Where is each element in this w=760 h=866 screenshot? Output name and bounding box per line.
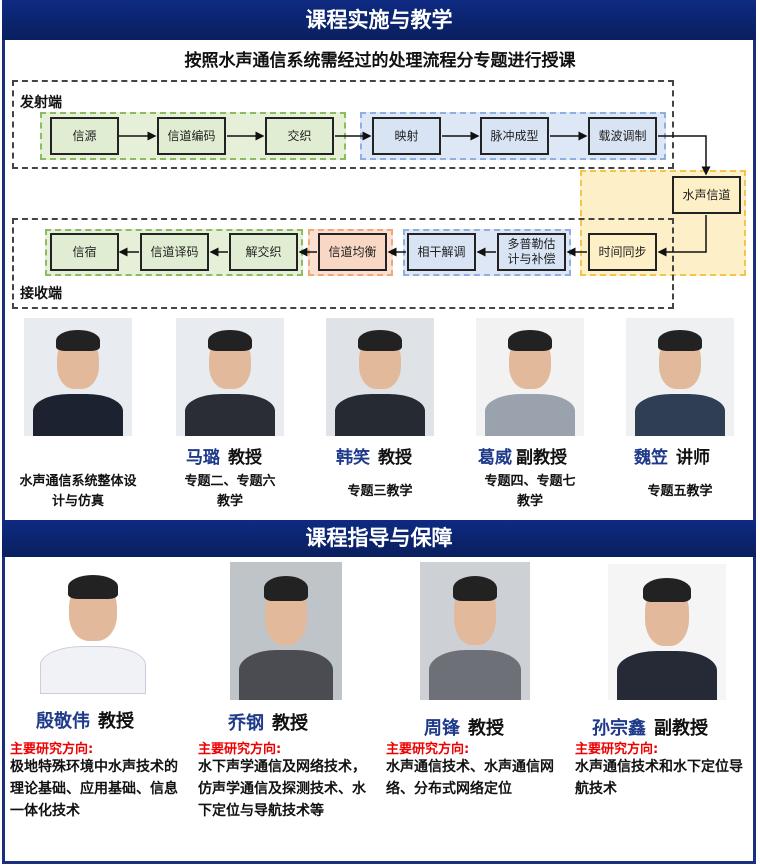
block-interleave: 交织 [265,117,334,155]
advisor-photo-3 [420,562,530,700]
block-doppler: 多普勒估计与补偿 [497,233,566,271]
teacher-photo-5 [626,318,734,436]
title: 教授 [468,718,504,739]
teacher-desc-5: 专题五教学 [647,484,713,499]
teacher-photo-1 [24,318,132,436]
teacher-desc-4: 专题四、专题七教学 [484,474,576,509]
research-label-1: 主要研究方向: [10,742,94,757]
block-carrier-mod: 载波调制 [588,117,657,155]
section-subtitle: 按照水声通信系统需经过的处理流程分专题进行授课 [184,51,576,71]
receive-label: 接收端 [20,286,62,302]
teacher-name-5: 魏笠讲师 [634,443,710,468]
teacher-photo-2 [176,318,284,436]
block-channel: 水声信道 [672,176,741,214]
flow-arrows [118,131,711,257]
advisor-photo-4 [608,564,726,700]
name: 葛威 [478,448,512,468]
teacher-desc-2: 专题二、专题六教学 [184,474,276,509]
advisor-photo-1 [30,562,156,694]
research-label-2: 主要研究方向: [198,742,282,757]
block-deinterleave: 解交织 [229,233,298,271]
name: 孙宗鑫 [592,718,646,739]
advisor-name-1: 殷敬伟教授 [36,707,134,733]
block-pulse-shaping: 脉冲成型 [480,117,549,155]
research-text-4: 水声通信技术和水下定位导航技术 [575,759,743,797]
teacher-name-2: 马璐教授 [186,443,262,468]
transmit-label: 发射端 [20,95,62,111]
title: 教授 [378,448,412,468]
advisor-name-4: 孙宗鑫副教授 [592,714,708,740]
title: 教授 [98,711,134,732]
title: 副教授 [654,718,708,739]
teacher-photo-3 [326,318,434,436]
section-header-guidance: 课程指导与保障 [2,520,756,557]
block-equalizer: 信道均衡 [318,233,387,271]
receive-area [12,218,674,309]
name: 韩笑 [336,448,370,468]
block-channel-coding: 信道编码 [157,117,226,155]
research-text-1: 极地特殊环境中水声技术的理论基础、应用基础、信息一体化技术 [10,759,178,819]
title: 讲师 [676,448,710,468]
teacher-name-3: 韩笑教授 [336,443,412,468]
block-time-sync: 时间同步 [588,233,657,271]
research-text-3: 水声通信技术、水声通信网络、分布式网络定位 [386,759,554,797]
transmit-area [12,80,674,169]
research-label-4: 主要研究方向: [575,742,659,757]
teacher-name-4: 葛威副教授 [478,443,567,468]
block-mapping: 映射 [372,117,441,155]
name: 马璐 [186,448,220,468]
advisor-name-2: 乔钢教授 [228,709,308,735]
teacher-desc-3: 专题三教学 [347,484,413,499]
name: 周锋 [424,718,460,739]
teacher-photo-4 [476,318,584,436]
research-text-2: 水下声学通信及网络技术，仿声学通信及探测技术、水下定位与导航技术等 [198,759,366,819]
block-source: 信源 [50,117,119,155]
teacher-desc-1: 水声通信系统整体设计与仿真 [19,474,137,509]
advisor-name-3: 周锋教授 [424,714,504,740]
name: 殷敬伟 [36,711,90,732]
name: 乔钢 [228,713,264,734]
title: 副教授 [516,448,567,468]
block-sink: 信宿 [50,233,119,271]
block-channel-decoding: 信道译码 [140,233,209,271]
advisor-photo-2 [230,562,342,700]
section-header-teaching: 课程实施与教学 [2,0,756,40]
name: 魏笠 [634,448,668,468]
title: 教授 [272,713,308,734]
block-coherent-demod: 相干解调 [407,233,476,271]
research-label-3: 主要研究方向: [386,742,470,757]
title: 教授 [228,448,262,468]
